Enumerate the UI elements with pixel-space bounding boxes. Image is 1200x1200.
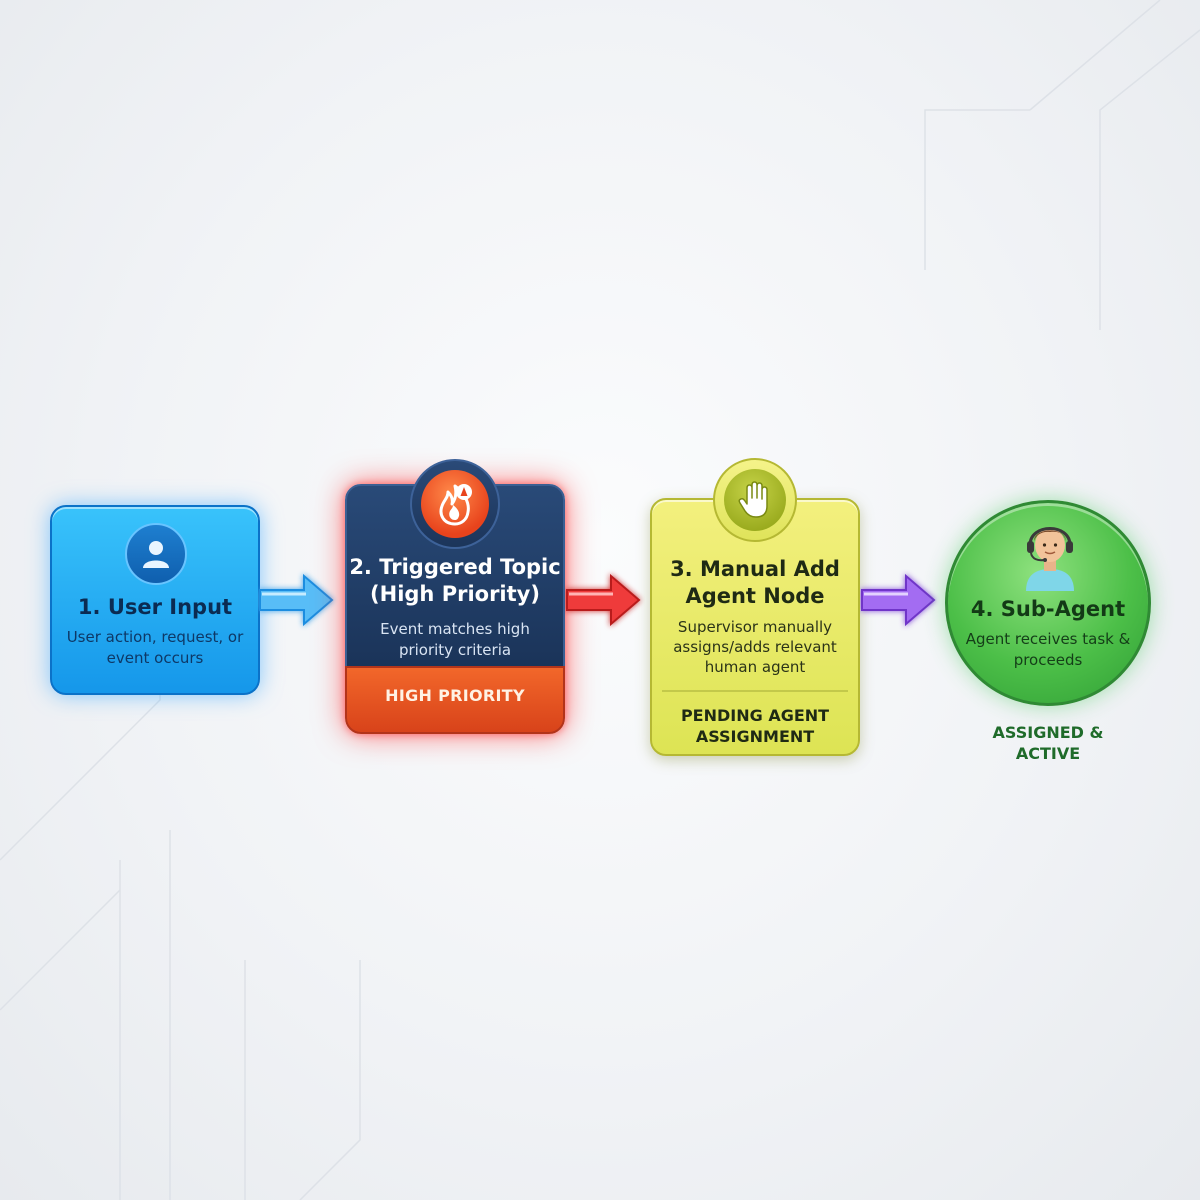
step-1-user-input-node[interactable]: 1. User Input User action, request, or e… (50, 505, 260, 695)
arrow-3-to-4 (861, 573, 936, 627)
arrow-1-to-2 (259, 573, 334, 627)
step-4-title: 4. Sub-Agent (970, 597, 1126, 621)
assigned-active-status: ASSIGNED & ACTIVE (992, 723, 1104, 763)
step-3-title: 3. Manual Add Agent Node (670, 557, 840, 608)
user-icon (125, 523, 187, 585)
step-4-sub-agent-node[interactable]: 4. Sub-Agent Agent receives task & proce… (945, 500, 1151, 706)
step-3-description: Supervisor manually assigns/adds relevan… (673, 618, 837, 676)
headset-agent-icon (1026, 527, 1074, 591)
arrow-2-to-3 (566, 573, 641, 627)
fire-alert-icon (410, 459, 500, 549)
hand-icon (713, 458, 797, 542)
high-priority-badge: HIGH PRIORITY (385, 686, 525, 705)
step-4-description: Agent receives task & proceeds (965, 630, 1131, 669)
high-priority-band (345, 666, 565, 734)
pending-assignment-badge: PENDING AGENT ASSIGNMENT (680, 706, 830, 746)
step-1-title: 1. User Input (77, 595, 233, 619)
step-2-title: 2. Triggered Topic (High Priority) (349, 555, 561, 606)
step-2-description: Event matches high priority criteria (380, 620, 530, 659)
step-1-description: User action, request, or event occurs (66, 628, 244, 667)
step-3-divider (662, 690, 848, 692)
